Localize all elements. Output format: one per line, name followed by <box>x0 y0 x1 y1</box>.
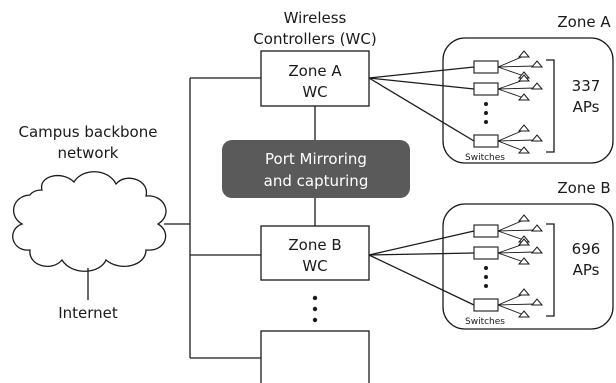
zone-b-wc-box <box>260 225 370 281</box>
access-point-icon <box>530 134 544 142</box>
access-point-icon <box>517 310 531 318</box>
ellipsis-dot <box>312 306 318 312</box>
mirror-label-line2: and capturing <box>264 172 369 190</box>
access-point-icon <box>517 50 531 58</box>
ellipsis-dot <box>484 284 488 288</box>
zone-a-wc-box <box>260 50 370 107</box>
zone-a-wc-line1: Zone A <box>288 62 342 80</box>
wc-title-line1: Wireless <box>284 9 347 27</box>
zone-b-wc-line2: WC <box>302 257 327 275</box>
zone-a-label: Zone A <box>557 13 611 31</box>
access-point-icon <box>530 82 544 90</box>
extra-wc-box <box>260 330 370 383</box>
zone-a-switch-group: Switches 337 APs <box>368 50 601 163</box>
zone-b-label: Zone B <box>557 179 610 197</box>
ap-bracket <box>546 223 555 317</box>
access-point-icon <box>517 93 531 101</box>
access-point-icon <box>517 124 531 132</box>
switch-icon <box>473 246 499 260</box>
ellipsis-dot <box>484 275 488 279</box>
access-point-icon <box>530 246 544 254</box>
ellipsis-dot <box>312 317 318 323</box>
access-point-icon <box>517 238 531 246</box>
switch-icon <box>473 224 499 238</box>
backbone-label-line1: Campus backbone <box>19 123 158 141</box>
ellipsis-dot <box>484 120 488 124</box>
backbone-label-line2: network <box>58 144 119 162</box>
ellipsis-dot <box>312 295 318 301</box>
zone-a-ap-unit: APs <box>573 98 600 116</box>
access-point-icon <box>530 298 544 306</box>
switches-label: Switches <box>465 317 505 327</box>
wc-title-line2: Controllers (WC) <box>253 30 376 48</box>
internet-label: Internet <box>58 304 118 322</box>
access-point-icon <box>517 288 531 296</box>
zone-b-switch-group: Switches 696 APs <box>368 214 601 327</box>
cloud-icon <box>12 171 167 272</box>
access-point-icon <box>517 146 531 154</box>
ap-bracket <box>546 59 555 153</box>
port-mirroring-box <box>222 140 410 198</box>
switch-icon <box>473 82 499 96</box>
switch-icon <box>473 134 499 148</box>
ellipsis-dot <box>484 111 488 115</box>
ellipsis-dot <box>484 266 488 270</box>
switches-label: Switches <box>465 153 505 163</box>
access-point-icon <box>530 224 544 232</box>
zone-b-ap-unit: APs <box>573 261 600 279</box>
access-point-icon <box>530 60 544 68</box>
access-point-icon <box>517 257 531 265</box>
zone-b-wc-line1: Zone B <box>288 236 341 254</box>
access-point-icon <box>517 74 531 82</box>
ellipsis-dot <box>484 102 488 106</box>
switch-icon <box>473 60 499 74</box>
mirror-label-line1: Port Mirroring <box>265 150 367 168</box>
zone-a-wc-line2: WC <box>302 83 327 101</box>
zone-b-ap-count: 696 <box>572 240 601 258</box>
zone-a-ap-count: 337 <box>572 77 601 95</box>
switch-icon <box>473 298 499 312</box>
access-point-icon <box>517 214 531 222</box>
